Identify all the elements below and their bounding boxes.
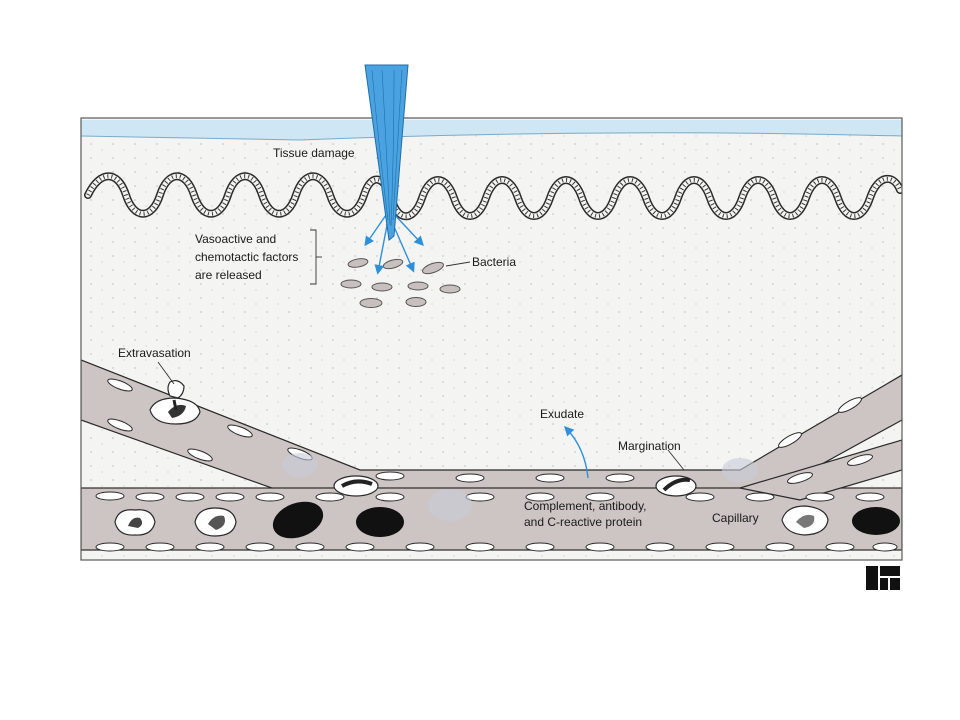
label-complement-line2: and C-reactive protein: [524, 515, 642, 529]
label-extravasation: Extravasation: [118, 346, 191, 360]
erythrocyte-cell: [356, 507, 404, 537]
extravasating-cell: [149, 380, 201, 425]
tissue-frame: [81, 118, 902, 560]
label-capillary: Capillary: [712, 511, 759, 525]
skin-surface: [81, 120, 902, 140]
needle: [364, 64, 409, 241]
erythrocyte-cell: [272, 501, 324, 539]
publisher-logo-icon: [866, 566, 900, 590]
bacteria-cluster: [340, 258, 461, 308]
label-complement-line1: Complement, antibody,: [524, 499, 647, 513]
diagram-frame: [80, 117, 903, 561]
erythrocyte-cell: [852, 507, 900, 535]
label-bacteria: Bacteria: [472, 255, 516, 269]
exudate-arrow: [564, 425, 589, 479]
label-tissue-damage: Tissue damage: [273, 146, 355, 160]
label-exudate: Exudate: [540, 407, 584, 421]
label-margination: Margination: [618, 439, 681, 453]
leader-lines: [157, 229, 685, 471]
blood-cells: [114, 475, 900, 539]
epidermis-layer: [84, 172, 902, 221]
label-vasoactive-line2: chemotactic factors: [195, 250, 298, 264]
label-vasoactive-line1: Vasoactive and: [195, 232, 276, 246]
factor-arrows: [364, 211, 424, 275]
label-vasoactive-line3: are released: [195, 268, 262, 282]
